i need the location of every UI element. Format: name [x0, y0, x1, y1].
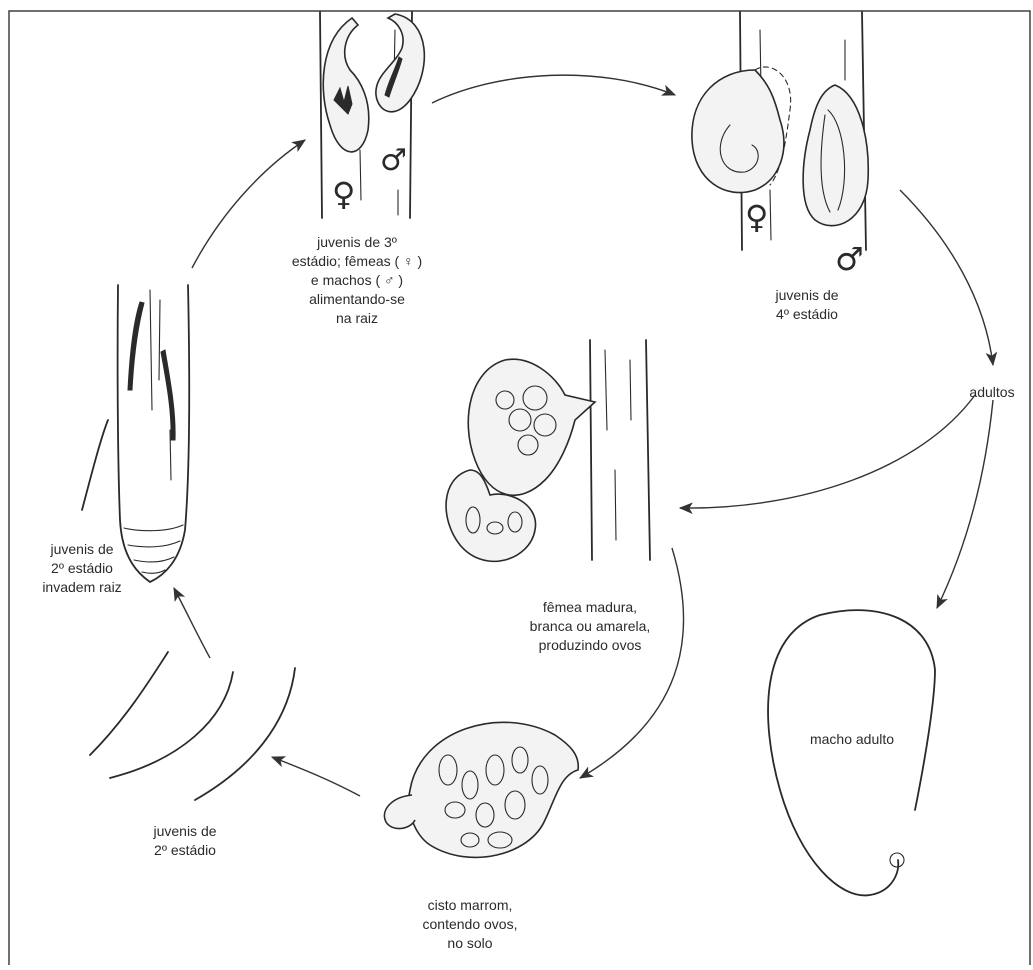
cyst-body	[409, 722, 579, 857]
third-female-juvenile	[323, 18, 369, 152]
root-fourth-stage: ♀ ♂	[692, 12, 868, 278]
root-third-stage: ♀ ♂	[320, 12, 424, 218]
label-line: juvenis de 3º	[282, 233, 432, 252]
arrow-juveniles-to-root	[174, 588, 210, 658]
root-tip-invasion	[82, 285, 189, 582]
female-symbol-fourth: ♀	[745, 198, 768, 236]
label-line: 2º estádio	[22, 559, 142, 578]
label-line: juvenis de	[130, 822, 240, 841]
label-line: cisto marrom,	[410, 896, 530, 915]
arrow-female-to-cyst	[580, 548, 684, 778]
adult-male-stage	[768, 610, 935, 895]
arrow-3rd-to-4th	[432, 75, 675, 103]
label-line: 4º estádio	[752, 305, 862, 324]
label-line: macho adulto	[792, 730, 912, 749]
label-adults: adultos	[952, 383, 1032, 402]
female-symbol-third: ♀	[332, 175, 355, 213]
label-third-stage: juvenis de 3º estádio; fêmeas ( ♀ ) e ma…	[282, 233, 432, 328]
invading-juvenile	[82, 420, 108, 510]
free-second-stage-juveniles	[90, 652, 295, 800]
mature-female-body	[468, 359, 595, 495]
label-line: fêmea madura,	[510, 598, 670, 617]
arrow-4th-to-adults	[900, 190, 993, 365]
label-line: branca ou amarela,	[510, 617, 670, 636]
label-adult-male: macho adulto	[792, 730, 912, 749]
label-mature-female: fêmea madura, branca ou amarela, produzi…	[510, 598, 670, 655]
label-line: estádio; fêmeas ( ♀ )	[282, 252, 432, 271]
label-line: invadem raiz	[22, 578, 142, 597]
cyst-stage	[384, 722, 578, 857]
label-line: juvenis de	[752, 286, 862, 305]
fourth-female-juvenile	[692, 70, 784, 193]
label-line: na raiz	[282, 309, 432, 328]
arrow-cyst-to-juveniles	[272, 757, 360, 796]
fourth-male-juvenile	[803, 85, 868, 226]
label-second-invade: juvenis de 2º estádio invadem raiz	[22, 540, 142, 597]
male-symbol-third: ♂	[380, 143, 407, 178]
label-line: e machos ( ♂ )	[282, 271, 432, 290]
label-line: alimentando-se	[282, 290, 432, 309]
label-line: produzindo ovos	[510, 636, 670, 655]
male-symbol-fourth: ♂	[835, 240, 864, 278]
label-line: contendo ovos,	[410, 915, 530, 934]
label-fourth-stage: juvenis de 4º estádio	[752, 286, 862, 324]
label-line: adultos	[952, 383, 1032, 402]
label-line: juvenis de	[22, 540, 142, 559]
mature-female-stage	[446, 340, 650, 561]
arrow-adults-to-male	[937, 400, 993, 608]
label-second-stage: juvenis de 2º estádio	[130, 822, 240, 860]
label-cyst: cisto marrom, contendo ovos, no solo	[410, 896, 530, 953]
arrow-adults-to-female	[680, 395, 975, 508]
label-line: no solo	[410, 934, 530, 953]
adult-male-body	[768, 610, 935, 895]
label-line: 2º estádio	[130, 841, 240, 860]
